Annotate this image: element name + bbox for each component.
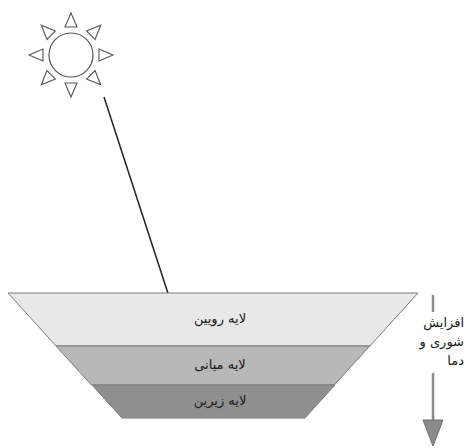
layer-band: لایه میانی (56, 346, 370, 385)
trend-arrow-head (423, 420, 443, 446)
sun-ray (87, 71, 101, 85)
layer-name: لایه زیرین (191, 393, 250, 410)
sun-ray (65, 83, 77, 97)
sun-ray (65, 13, 77, 27)
band-outline (8, 293, 418, 346)
sun-ray (41, 25, 55, 39)
band-outline (56, 346, 370, 385)
layer-name: لایه میانی (191, 357, 248, 374)
layer-name: لایه رویین (191, 311, 249, 328)
sun-ray (41, 71, 55, 85)
sun-ray (87, 25, 101, 39)
sun-ray (29, 49, 43, 61)
trend-label: افزایش شوری و دما (412, 312, 466, 373)
sun-disc (49, 33, 93, 77)
sun-symbol (29, 13, 113, 97)
layer-band: لایه زیرین (92, 385, 335, 418)
layer-band: لایه رویین (8, 293, 418, 346)
band-outline (92, 385, 335, 418)
sun-ray (99, 49, 113, 61)
